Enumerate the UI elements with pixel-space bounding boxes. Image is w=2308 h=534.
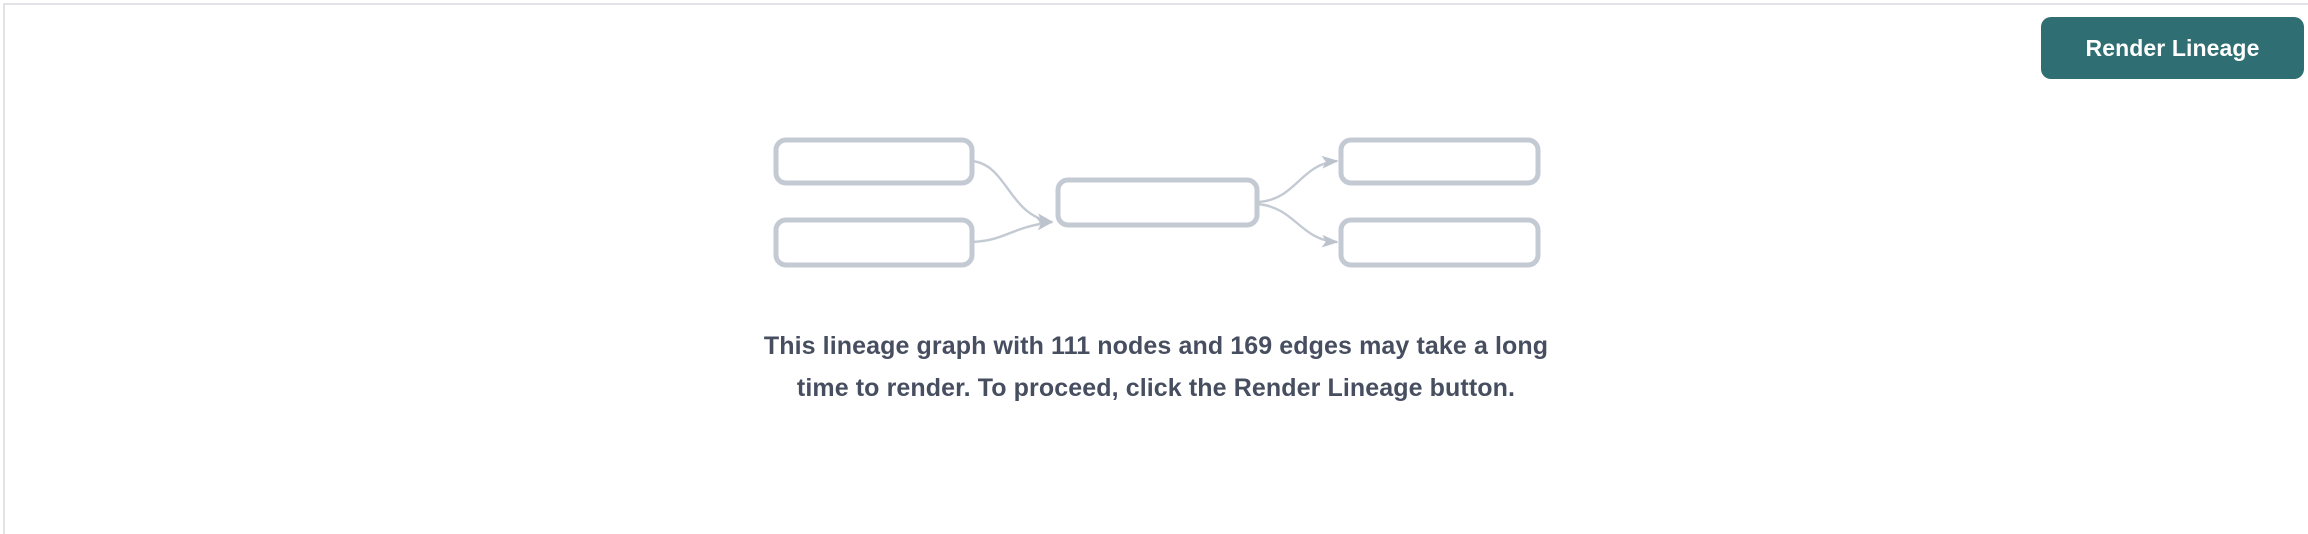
placeholder-node-right-bottom	[1338, 217, 1541, 268]
lineage-warning-message: This lineage graph with 111 nodes and 16…	[763, 332, 1549, 402]
placeholder-node-left-top	[773, 137, 975, 186]
panel-top-border	[4, 3, 2308, 5]
placeholder-node-right-top	[1338, 137, 1541, 186]
edge-center-to-right-bottom	[1257, 202, 1339, 248]
lineage-graph-placeholder	[740, 120, 1570, 280]
placeholder-node-center	[1055, 177, 1260, 228]
edge-left-top-to-center	[971, 159, 1054, 226]
placeholder-node-left-bottom	[773, 217, 975, 268]
edge-center-to-right-top	[1257, 155, 1339, 204]
edge-left-bottom-to-center	[971, 217, 1054, 244]
panel-left-border	[3, 3, 5, 534]
render-lineage-button[interactable]: Render Lineage	[2041, 17, 2304, 79]
